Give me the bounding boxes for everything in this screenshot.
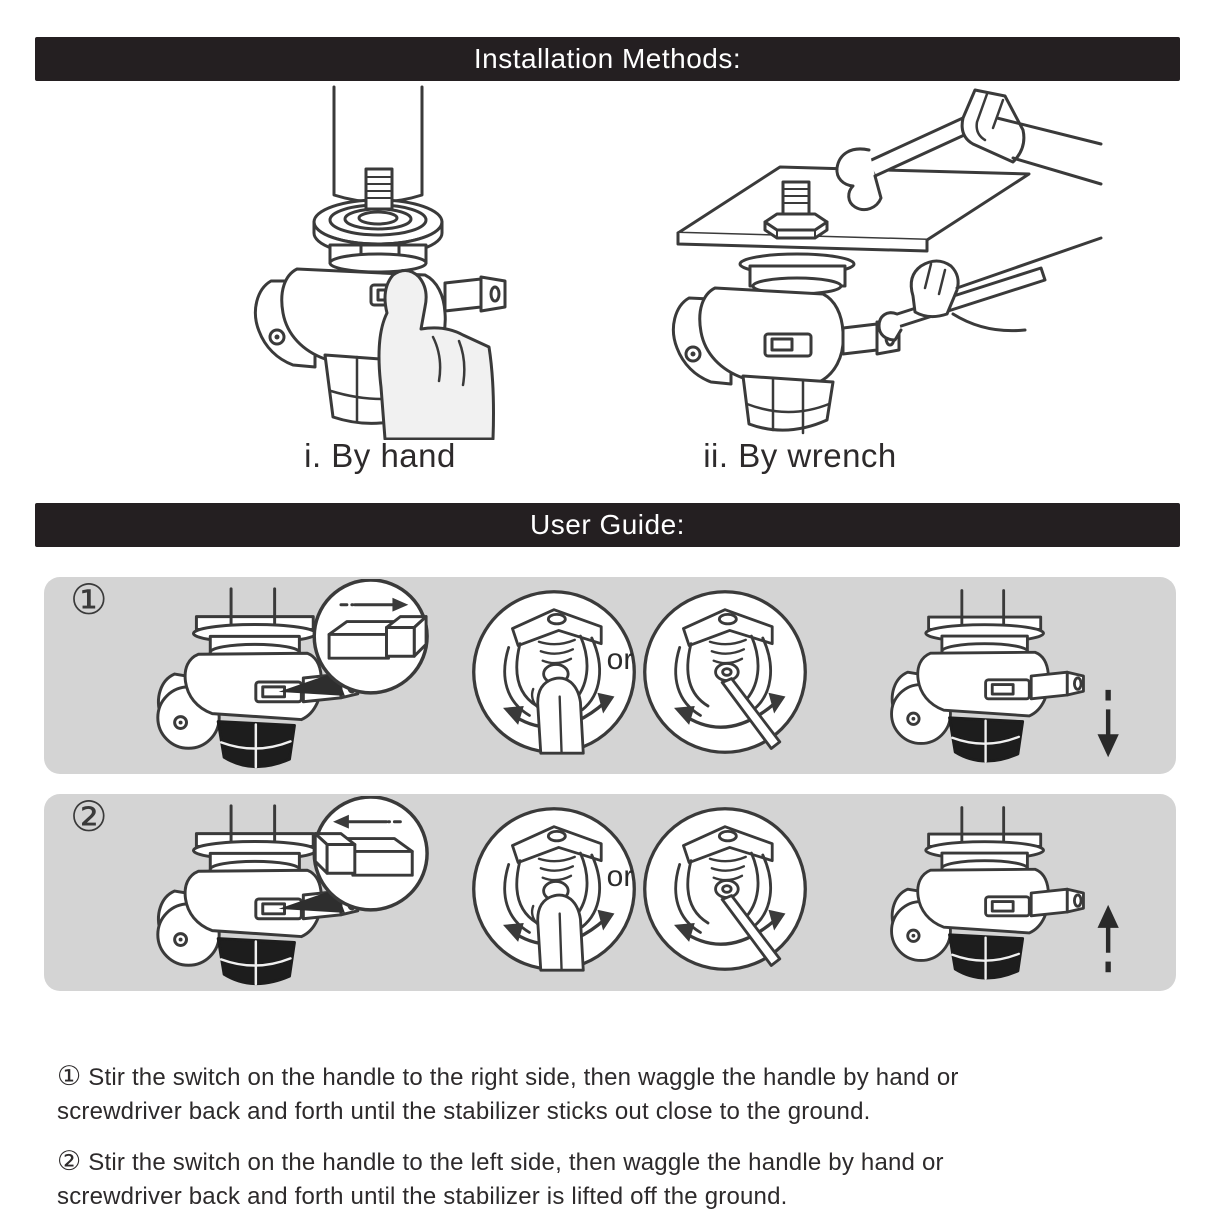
user-guide-step-2-panel: ② or [44,794,1176,991]
caster-switch-left-icon [139,796,436,994]
instruction-step-1-text: Stir the switch on the handle to the rig… [57,1064,959,1125]
caster-stabilizer-down-icon [864,581,1130,771]
by-hand-illustration [254,85,507,440]
user-guide-title: User Guide: [530,509,685,540]
step-2-or-label: or [606,860,634,893]
instruction-step-2: ② Stir the switch on the handle to the l… [57,1145,1057,1214]
instruction-step-2-marker: ② [57,1146,82,1177]
user-guide-banner: User Guide: [35,503,1180,547]
by-wrench-caption: ii. By wrench [703,437,897,474]
by-hand-caption: i. By hand [304,437,456,474]
step-2-number: ② [70,792,108,841]
waggle-by-screwdriver-closeup-icon [640,587,810,757]
caster-stabilizer-up-icon [864,798,1130,988]
by-wrench-illustration [672,88,1103,435]
step-1-number: ① [70,575,108,624]
instruction-step-1: ① Stir the switch on the handle to the r… [57,1060,1057,1129]
caster-switch-right-icon [139,579,436,777]
instruction-step-2-text: Stir the switch on the handle to the lef… [57,1149,944,1210]
waggle-by-screwdriver-closeup-icon [640,804,810,974]
installation-methods-title: Installation Methods: [473,43,742,74]
instruction-step-1-marker: ① [57,1061,82,1092]
step-1-or-label: or [606,643,634,676]
user-guide-step-1-panel: ① or [44,577,1176,774]
installation-methods-banner: Installation Methods: [35,37,1180,81]
